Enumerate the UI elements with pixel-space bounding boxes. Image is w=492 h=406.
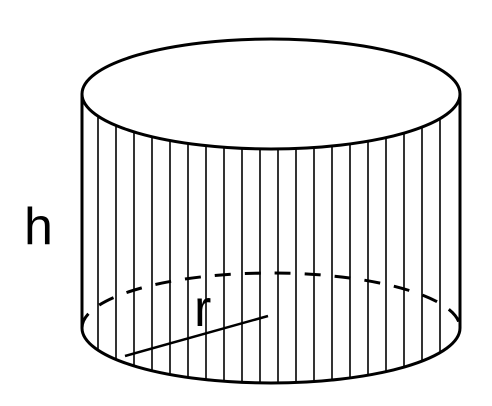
bottom-back-dashed-arc: [80, 271, 462, 329]
height-label: h: [24, 198, 53, 256]
top-face: [80, 37, 462, 151]
radius-label: r: [194, 280, 211, 338]
side-hatching: [97, 116, 441, 383]
radius-line: [124, 314, 269, 358]
bottom-front-arc: [80, 327, 462, 385]
